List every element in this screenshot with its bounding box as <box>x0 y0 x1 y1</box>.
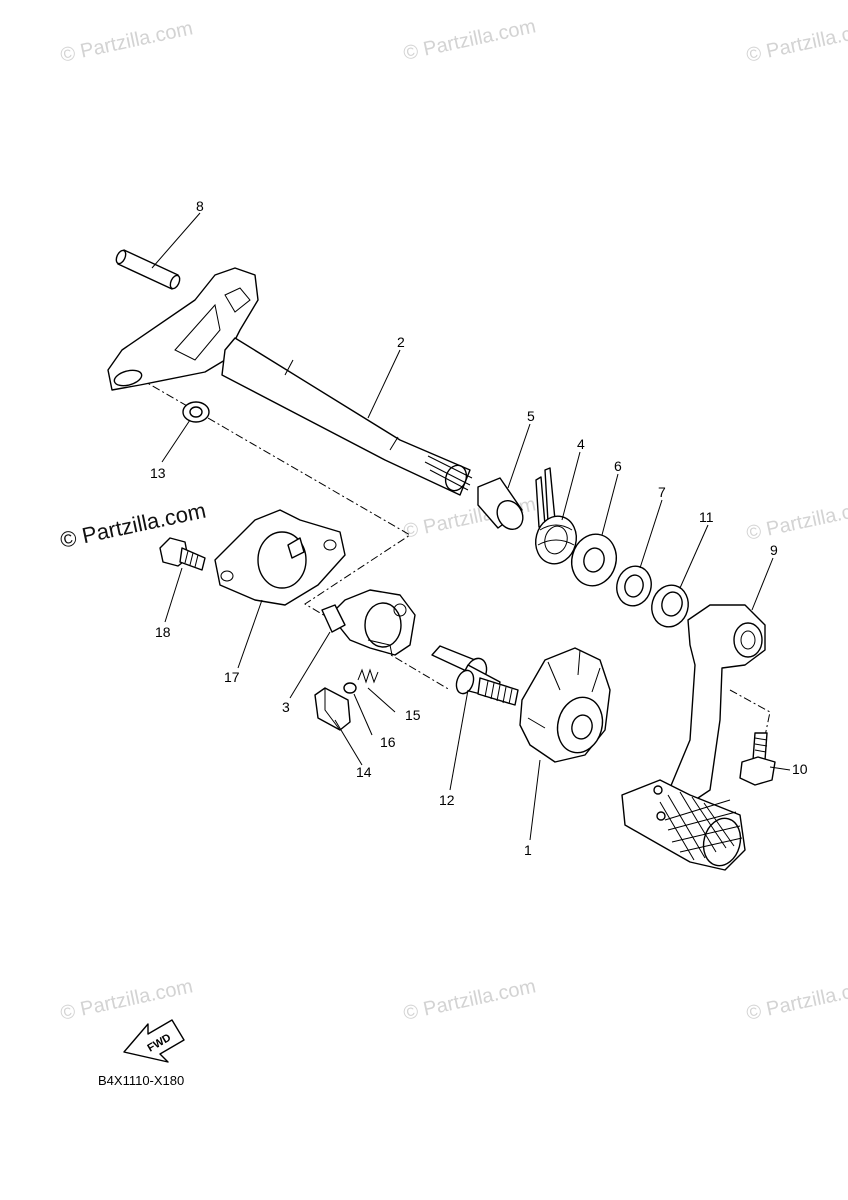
callout-3[interactable]: 3 <box>282 699 290 715</box>
callout-4[interactable]: 4 <box>577 436 585 452</box>
part-12-stud-bolt <box>431 645 519 706</box>
callout-1[interactable]: 1 <box>524 842 532 858</box>
part-7-seal <box>616 565 652 607</box>
callouts: 8 2 5 4 6 7 11 9 10 13 18 17 3 15 16 14 … <box>150 198 808 858</box>
callout-11[interactable]: 11 <box>699 509 714 525</box>
part-2-shift-shaft <box>107 267 473 496</box>
part-11-bearing <box>651 584 689 628</box>
watermark: © Partzilla.com <box>401 15 537 65</box>
callout-17[interactable]: 17 <box>224 669 240 685</box>
watermark: © Partzilla.com <box>744 495 848 545</box>
part-1-segment <box>519 647 611 763</box>
callout-9[interactable]: 9 <box>770 542 778 558</box>
part-8-pin <box>115 249 181 290</box>
callout-12[interactable]: 12 <box>439 792 455 808</box>
callout-8[interactable]: 8 <box>196 198 204 214</box>
watermark: © Partzilla.com <box>744 17 848 67</box>
callout-13[interactable]: 13 <box>150 465 166 481</box>
callout-2[interactable]: 2 <box>397 334 405 350</box>
callout-10[interactable]: 10 <box>792 761 808 777</box>
callout-16[interactable]: 16 <box>380 734 396 750</box>
part-6-washer <box>571 533 617 587</box>
part-16-roller <box>343 682 357 694</box>
part-18-bolt <box>159 537 206 571</box>
part-15-spring <box>357 668 379 684</box>
part-3-shift-lever <box>321 589 416 656</box>
part-13-washer <box>182 401 210 423</box>
part-10-bolt <box>739 732 776 786</box>
fwd-arrow: FWD <box>123 1019 185 1063</box>
watermark: © Partzilla.com <box>401 975 537 1025</box>
diagram-code: B4X1110-X180 <box>98 1073 184 1088</box>
part-4-spring <box>535 467 577 565</box>
watermark: © Partzilla.com <box>58 17 194 67</box>
part-5-collar <box>477 477 524 531</box>
part-9-shift-pedal <box>621 604 766 871</box>
watermark: © Partzilla.com <box>58 975 194 1025</box>
part-14-stopper <box>314 687 351 731</box>
part-17-plate <box>214 509 346 606</box>
leader-lines <box>151 212 791 841</box>
callout-5[interactable]: 5 <box>527 408 535 424</box>
watermark: © Partzilla.com <box>744 975 848 1025</box>
callout-14[interactable]: 14 <box>356 764 372 780</box>
callout-7[interactable]: 7 <box>658 484 666 500</box>
callout-15[interactable]: 15 <box>405 707 421 723</box>
callout-18[interactable]: 18 <box>155 624 171 640</box>
callout-6[interactable]: 6 <box>614 458 622 474</box>
watermark-layer: © Partzilla.com © Partzilla.com © Partzi… <box>58 15 848 1025</box>
